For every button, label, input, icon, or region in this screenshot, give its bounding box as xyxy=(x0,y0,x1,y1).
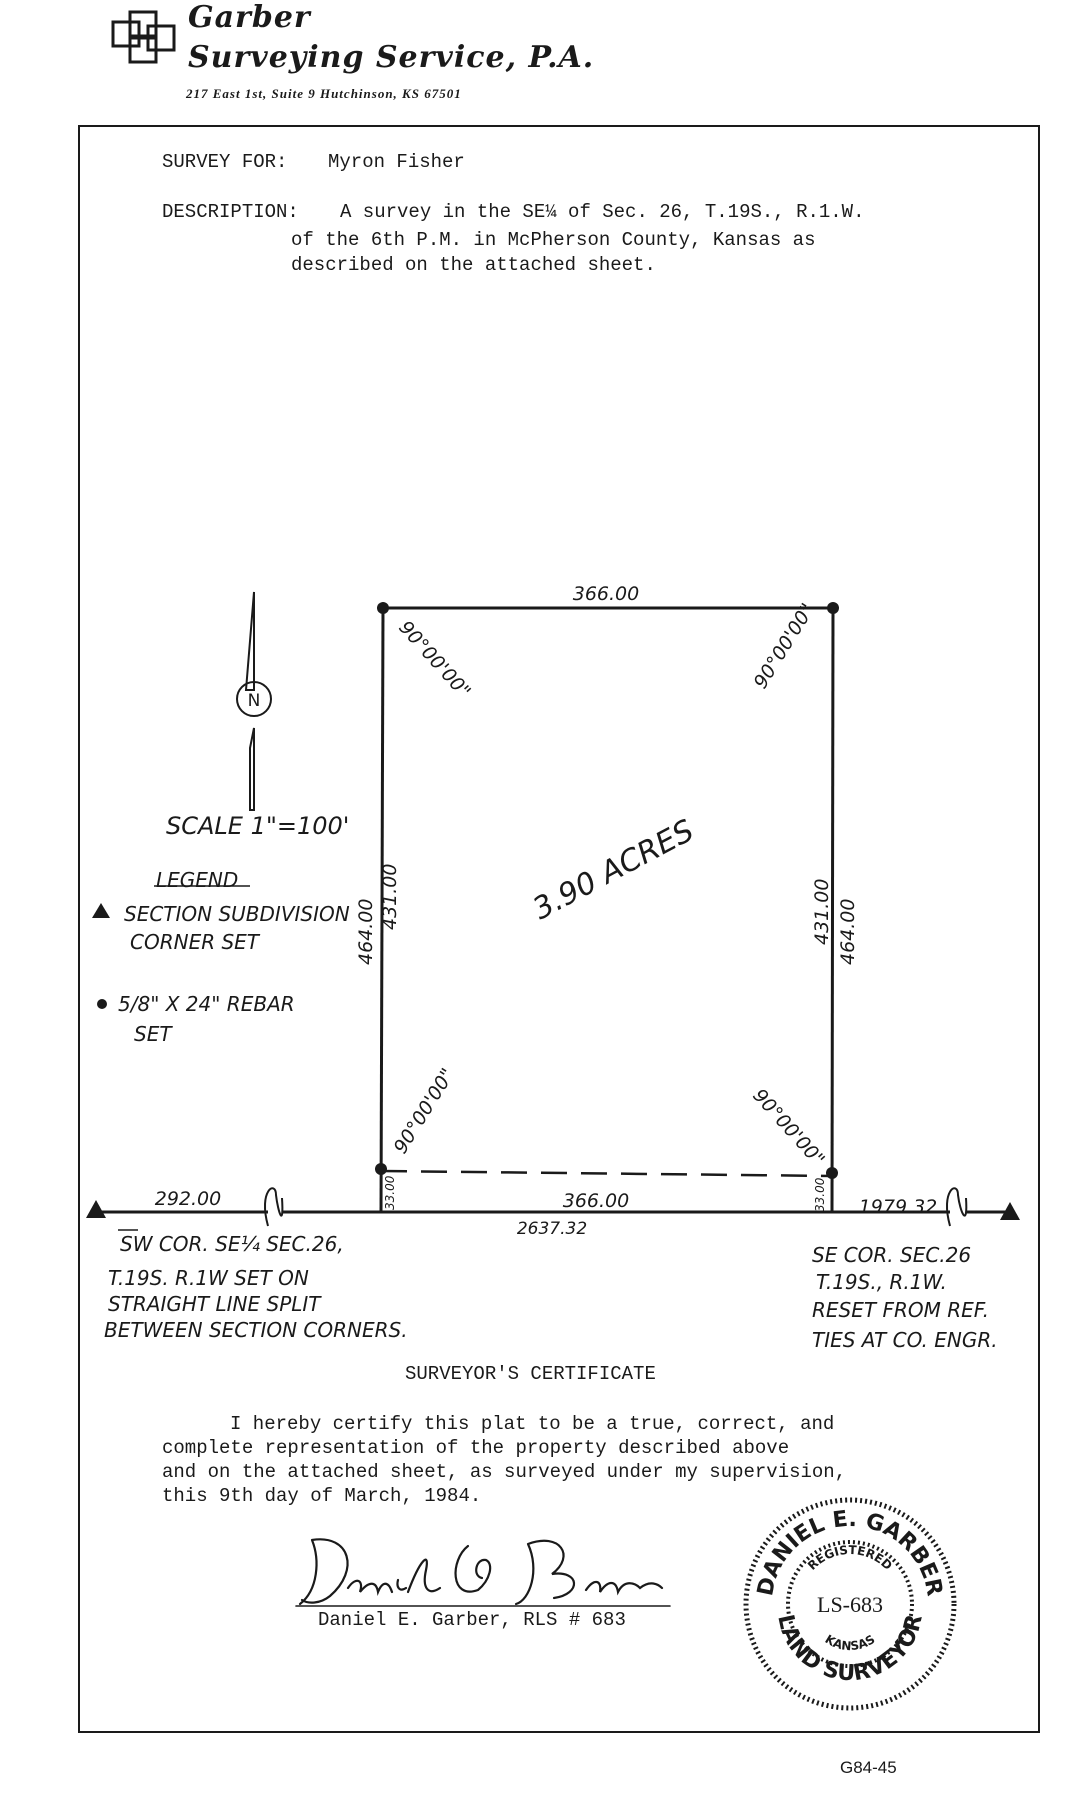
company-logo-mark xyxy=(111,10,176,64)
svg-text:KANSAS: KANSAS xyxy=(823,1632,878,1653)
scale-label: SCALE 1"=100' xyxy=(166,812,350,840)
certificate-line4: this 9th day of March, 1984. xyxy=(162,1485,482,1507)
legend-title: LEGEND xyxy=(156,868,239,892)
company-name-line1: Garber xyxy=(188,0,311,35)
description-line2: of the 6th P.M. in McPherson County, Kan… xyxy=(291,229,816,251)
tract-east-line xyxy=(830,607,835,1213)
rebar-sw xyxy=(375,1163,387,1175)
certificate-title: SURVEYOR'S CERTIFICATE xyxy=(405,1363,656,1385)
north-label: N xyxy=(248,691,261,711)
legend-triangle-line1: SECTION SUBDIVISION xyxy=(124,902,350,926)
company-name-line2: Surveying Service, P.A. xyxy=(188,40,595,75)
document-number: G84-45 xyxy=(840,1758,897,1777)
break-symbol-west xyxy=(263,1187,284,1227)
sw-note-line1: SW COR. SE¼ SEC.26, xyxy=(120,1232,344,1256)
seal-inner-top: REGISTERED xyxy=(805,1543,895,1573)
legend-dot-line1: 5/8" X 24" REBAR xyxy=(118,992,295,1016)
east-distance: 1979.32 xyxy=(859,1196,938,1218)
angle-sw: 90°00'00" xyxy=(390,1065,460,1158)
se-note-line2: T.19S., R.1W. xyxy=(816,1270,947,1294)
area-label: 3.90 ACRES xyxy=(527,813,699,927)
angle-nw: 90°00'00" xyxy=(394,617,475,703)
survey-for-value: Myron Fisher xyxy=(328,151,465,173)
se-note-line1: SE COR. SEC.26 xyxy=(812,1243,972,1267)
section-line-distance: 2637.32 xyxy=(517,1219,587,1239)
certificate-line3: and on the attached sheet, as surveyed u… xyxy=(162,1461,847,1483)
surveyor-seal: DANIEL E. GARBER LAND SURVEYOR REGISTERE… xyxy=(743,1497,957,1711)
right-inner-distance: 431.00 xyxy=(811,879,833,945)
legend-dot-symbol xyxy=(97,999,107,1009)
se-note-line3: RESET FROM REF. xyxy=(812,1298,990,1322)
angle-se: 90°00'00" xyxy=(748,1085,829,1171)
rebar-ne xyxy=(827,602,839,614)
se-note-line4: TIES AT CO. ENGR. xyxy=(812,1328,998,1352)
seal-center: LS-683 xyxy=(817,1592,883,1617)
top-distance: 366.00 xyxy=(573,583,639,605)
rebar-se xyxy=(826,1167,838,1179)
break-symbol-east xyxy=(945,1187,968,1227)
seal-inner-bottom: KANSAS xyxy=(823,1632,878,1653)
description-line3: described on the attached sheet. xyxy=(291,254,656,276)
corner-triangle-sw xyxy=(86,1200,106,1218)
sw-note-line3: STRAIGHT LINE SPLIT xyxy=(108,1292,321,1316)
signer-name: Daniel E. Garber, RLS # 683 xyxy=(318,1609,626,1631)
svg-text:REGISTERED: REGISTERED xyxy=(805,1543,895,1573)
plat-border xyxy=(78,125,1040,1733)
right-of-way-line xyxy=(380,1169,833,1178)
tract-west-line xyxy=(379,607,385,1213)
north-arrow xyxy=(236,591,272,811)
west-distance: 292.00 xyxy=(155,1188,221,1210)
left-outer-distance: 464.00 xyxy=(355,899,377,965)
legend-triangle-line2: CORNER SET xyxy=(130,930,260,954)
angle-ne: 90°00'00" xyxy=(750,600,820,693)
rebar-nw xyxy=(377,602,389,614)
signature xyxy=(295,1538,671,1607)
legend-triangle-symbol xyxy=(92,903,110,918)
bottom-distance: 366.00 xyxy=(563,1190,629,1212)
legend-dot-line2: SET xyxy=(134,1022,172,1046)
certificate-line1: I hereby certify this plat to be a true,… xyxy=(230,1413,835,1435)
certificate-line2: complete representation of the property … xyxy=(162,1437,790,1459)
left-inner-distance: 431.00 xyxy=(379,864,401,930)
row-left-distance: 33.00 xyxy=(383,1175,397,1210)
description-label: DESCRIPTION: xyxy=(162,201,299,223)
survey-for-label: SURVEY FOR: xyxy=(162,151,288,173)
description-line1: A survey in the SE¼ of Sec. 26, T.19S., … xyxy=(340,201,865,223)
sw-note-line2: T.19S. R.1W SET ON xyxy=(108,1266,309,1290)
row-right-distance: 33.00 xyxy=(813,1177,827,1212)
corner-triangle-se xyxy=(1000,1202,1020,1220)
company-address: 217 East 1st, Suite 9 Hutchinson, KS 675… xyxy=(186,86,462,101)
sw-note-line4: BETWEEN SECTION CORNERS. xyxy=(104,1318,408,1342)
right-outer-distance: 464.00 xyxy=(837,899,859,965)
